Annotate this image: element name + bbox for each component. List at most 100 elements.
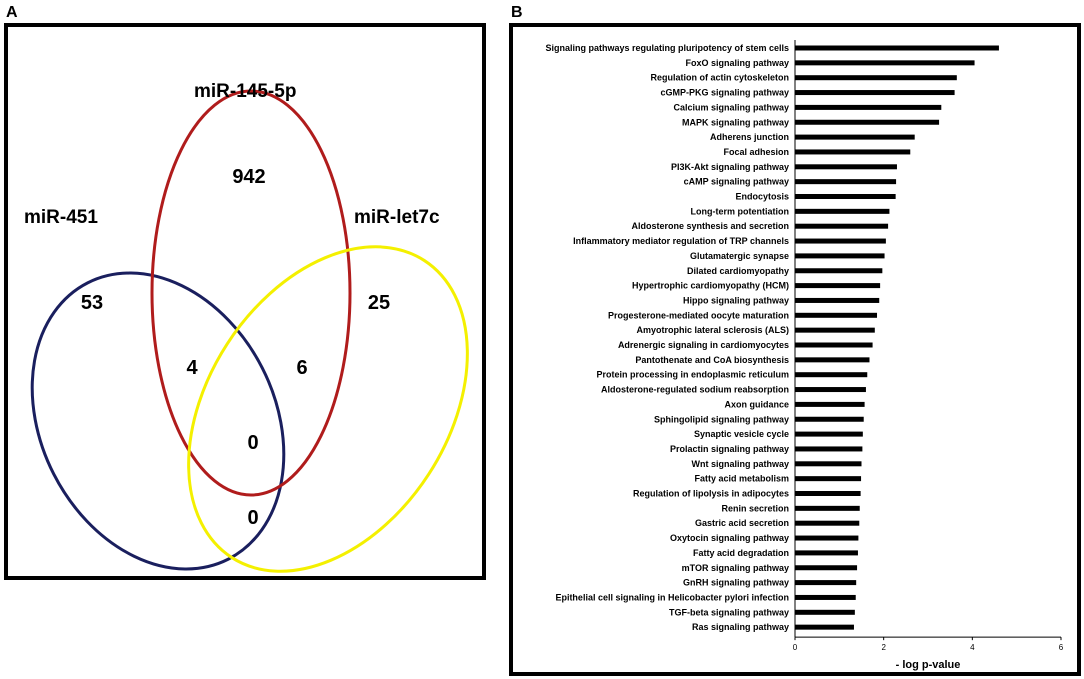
category-label-19: Amyotrophic lateral sclerosis (ALS)	[636, 325, 789, 335]
category-label-7: Focal adhesion	[723, 147, 789, 157]
venn-panel: miR-451 miR-145-5p miR-let7c 942 53 25 4…	[4, 23, 486, 580]
venn-label-mir145: miR-145-5p	[194, 81, 296, 102]
bar-22	[795, 372, 868, 378]
bar-chart-panel: Signaling pathways regulating pluripoten…	[509, 23, 1081, 676]
bar-7	[795, 149, 911, 155]
category-label-20: Adrenergic signaling in cardiomyocytes	[618, 340, 789, 350]
bar-4	[795, 104, 942, 110]
bar-37	[795, 594, 856, 600]
category-label-37: Epithelial cell signaling in Helicobacte…	[555, 592, 789, 602]
venn-label-mirlet7c: miR-let7c	[354, 207, 440, 228]
bar-30	[795, 491, 861, 496]
category-label-27: Prolactin signaling pathway	[670, 444, 789, 454]
venn-ellipse-mir451	[30, 271, 286, 571]
bar-39	[795, 624, 854, 630]
x-tick-label-1: 2	[881, 643, 886, 652]
category-label-13: Inflammatory mediator regulation of TRP …	[573, 236, 789, 246]
bar-13	[795, 238, 886, 244]
venn-count-mir451-mir145: 4	[186, 357, 198, 379]
category-label-1: FoxO signaling pathway	[685, 58, 789, 68]
bar-8	[795, 164, 897, 170]
category-label-9: cAMP signaling pathway	[684, 177, 789, 187]
category-label-35: mTOR signaling pathway	[682, 563, 789, 573]
category-label-8: PI3K-Akt signaling pathway	[671, 162, 789, 172]
category-label-11: Long-term potentiation	[691, 206, 790, 216]
bar-36	[795, 580, 857, 586]
bar-21	[795, 357, 870, 363]
bar-29	[795, 476, 862, 482]
category-label-34: Fatty acid degradation	[693, 548, 789, 558]
bar-5	[795, 119, 940, 125]
category-label-14: Glutamatergic synapse	[690, 251, 789, 261]
category-label-17: Hippo signaling pathway	[683, 295, 789, 305]
bar-10	[795, 194, 896, 199]
category-label-5: MAPK signaling pathway	[682, 117, 789, 127]
bar-27	[795, 446, 863, 452]
bar-1	[795, 60, 975, 66]
venn-count-only-mirlet7c: 25	[368, 292, 390, 314]
x-tick-label-0: 0	[793, 643, 798, 652]
bar-32	[795, 520, 860, 526]
category-label-33: Oxytocin signaling pathway	[670, 533, 789, 543]
category-label-39: Ras signaling pathway	[692, 622, 789, 632]
bar-9	[795, 179, 897, 185]
bar-14	[795, 253, 885, 259]
venn-count-only-mir145: 942	[232, 166, 265, 188]
category-label-15: Dilated cardiomyopathy	[687, 266, 789, 276]
category-label-4: Calcium signaling pathway	[673, 102, 789, 112]
category-label-18: Progesterone-mediated oocyte maturation	[608, 310, 789, 320]
category-label-36: GnRH signaling pathway	[683, 578, 789, 588]
category-label-32: Gastric acid secretion	[695, 518, 789, 528]
category-label-3: cGMP-PKG signaling pathway	[660, 88, 789, 98]
bar-3	[795, 90, 955, 96]
category-labels: Signaling pathways regulating pluripoten…	[545, 43, 789, 632]
bar-24	[795, 401, 865, 407]
bar-16	[795, 283, 881, 289]
bar-31	[795, 505, 860, 511]
bar-34	[795, 550, 858, 556]
category-label-26: Synaptic vesicle cycle	[694, 429, 789, 439]
category-label-23: Aldosterone-regulated sodium reabsorptio…	[601, 385, 789, 395]
bar-19	[795, 327, 875, 333]
venn-count-mir451-mirlet7c: 0	[247, 507, 258, 529]
venn-count-only-mir451: 53	[81, 292, 103, 314]
category-label-24: Axon guidance	[724, 399, 789, 409]
venn-ellipse-mirlet7c	[187, 245, 469, 573]
bar-28	[795, 461, 862, 467]
category-label-30: Regulation of lipolysis in adipocytes	[633, 489, 789, 499]
category-label-12: Aldosterone synthesis and secretion	[631, 221, 789, 231]
x-tick-label-2: 4	[970, 643, 975, 652]
category-label-10: Endocytosis	[735, 192, 789, 202]
bar-38	[795, 609, 855, 615]
bar-26	[795, 431, 863, 437]
category-label-0: Signaling pathways regulating pluripoten…	[545, 43, 789, 53]
category-label-25: Sphingolipid signaling pathway	[654, 414, 789, 424]
category-label-38: TGF-beta signaling pathway	[669, 607, 789, 617]
bar-33	[795, 535, 859, 541]
bar-25	[795, 416, 864, 422]
bar-17	[795, 297, 880, 303]
x-axis-title: - log p-value	[896, 659, 961, 671]
bar-11	[795, 208, 890, 214]
panel-a-letter: A	[6, 4, 18, 21]
bar-2	[795, 75, 957, 81]
venn-count-mir145-mirlet7c: 6	[296, 357, 307, 379]
category-label-6: Adherens junction	[710, 132, 789, 142]
category-label-28: Wnt signaling pathway	[691, 459, 789, 469]
bar-23	[795, 387, 866, 393]
bars-group	[795, 45, 999, 630]
bar-0	[795, 45, 999, 51]
bar-20	[795, 342, 873, 348]
venn-diagram: miR-451 miR-145-5p miR-let7c 942 53 25 4…	[24, 81, 469, 573]
x-axis-ticks: 0 2 4 6	[793, 637, 1064, 652]
bar-12	[795, 223, 889, 229]
category-label-31: Renin secretion	[721, 503, 789, 513]
category-label-29: Fatty acid metabolism	[694, 474, 789, 484]
panel-b-letter: B	[511, 4, 523, 21]
category-label-21: Pantothenate and CoA biosynthesis	[635, 355, 789, 365]
category-label-2: Regulation of actin cytoskeleton	[650, 73, 789, 83]
category-label-16: Hypertrophic cardiomyopathy (HCM)	[632, 281, 789, 291]
venn-count-all-three: 0	[247, 432, 258, 454]
bar-18	[795, 312, 878, 318]
x-tick-label-3: 6	[1059, 643, 1064, 652]
